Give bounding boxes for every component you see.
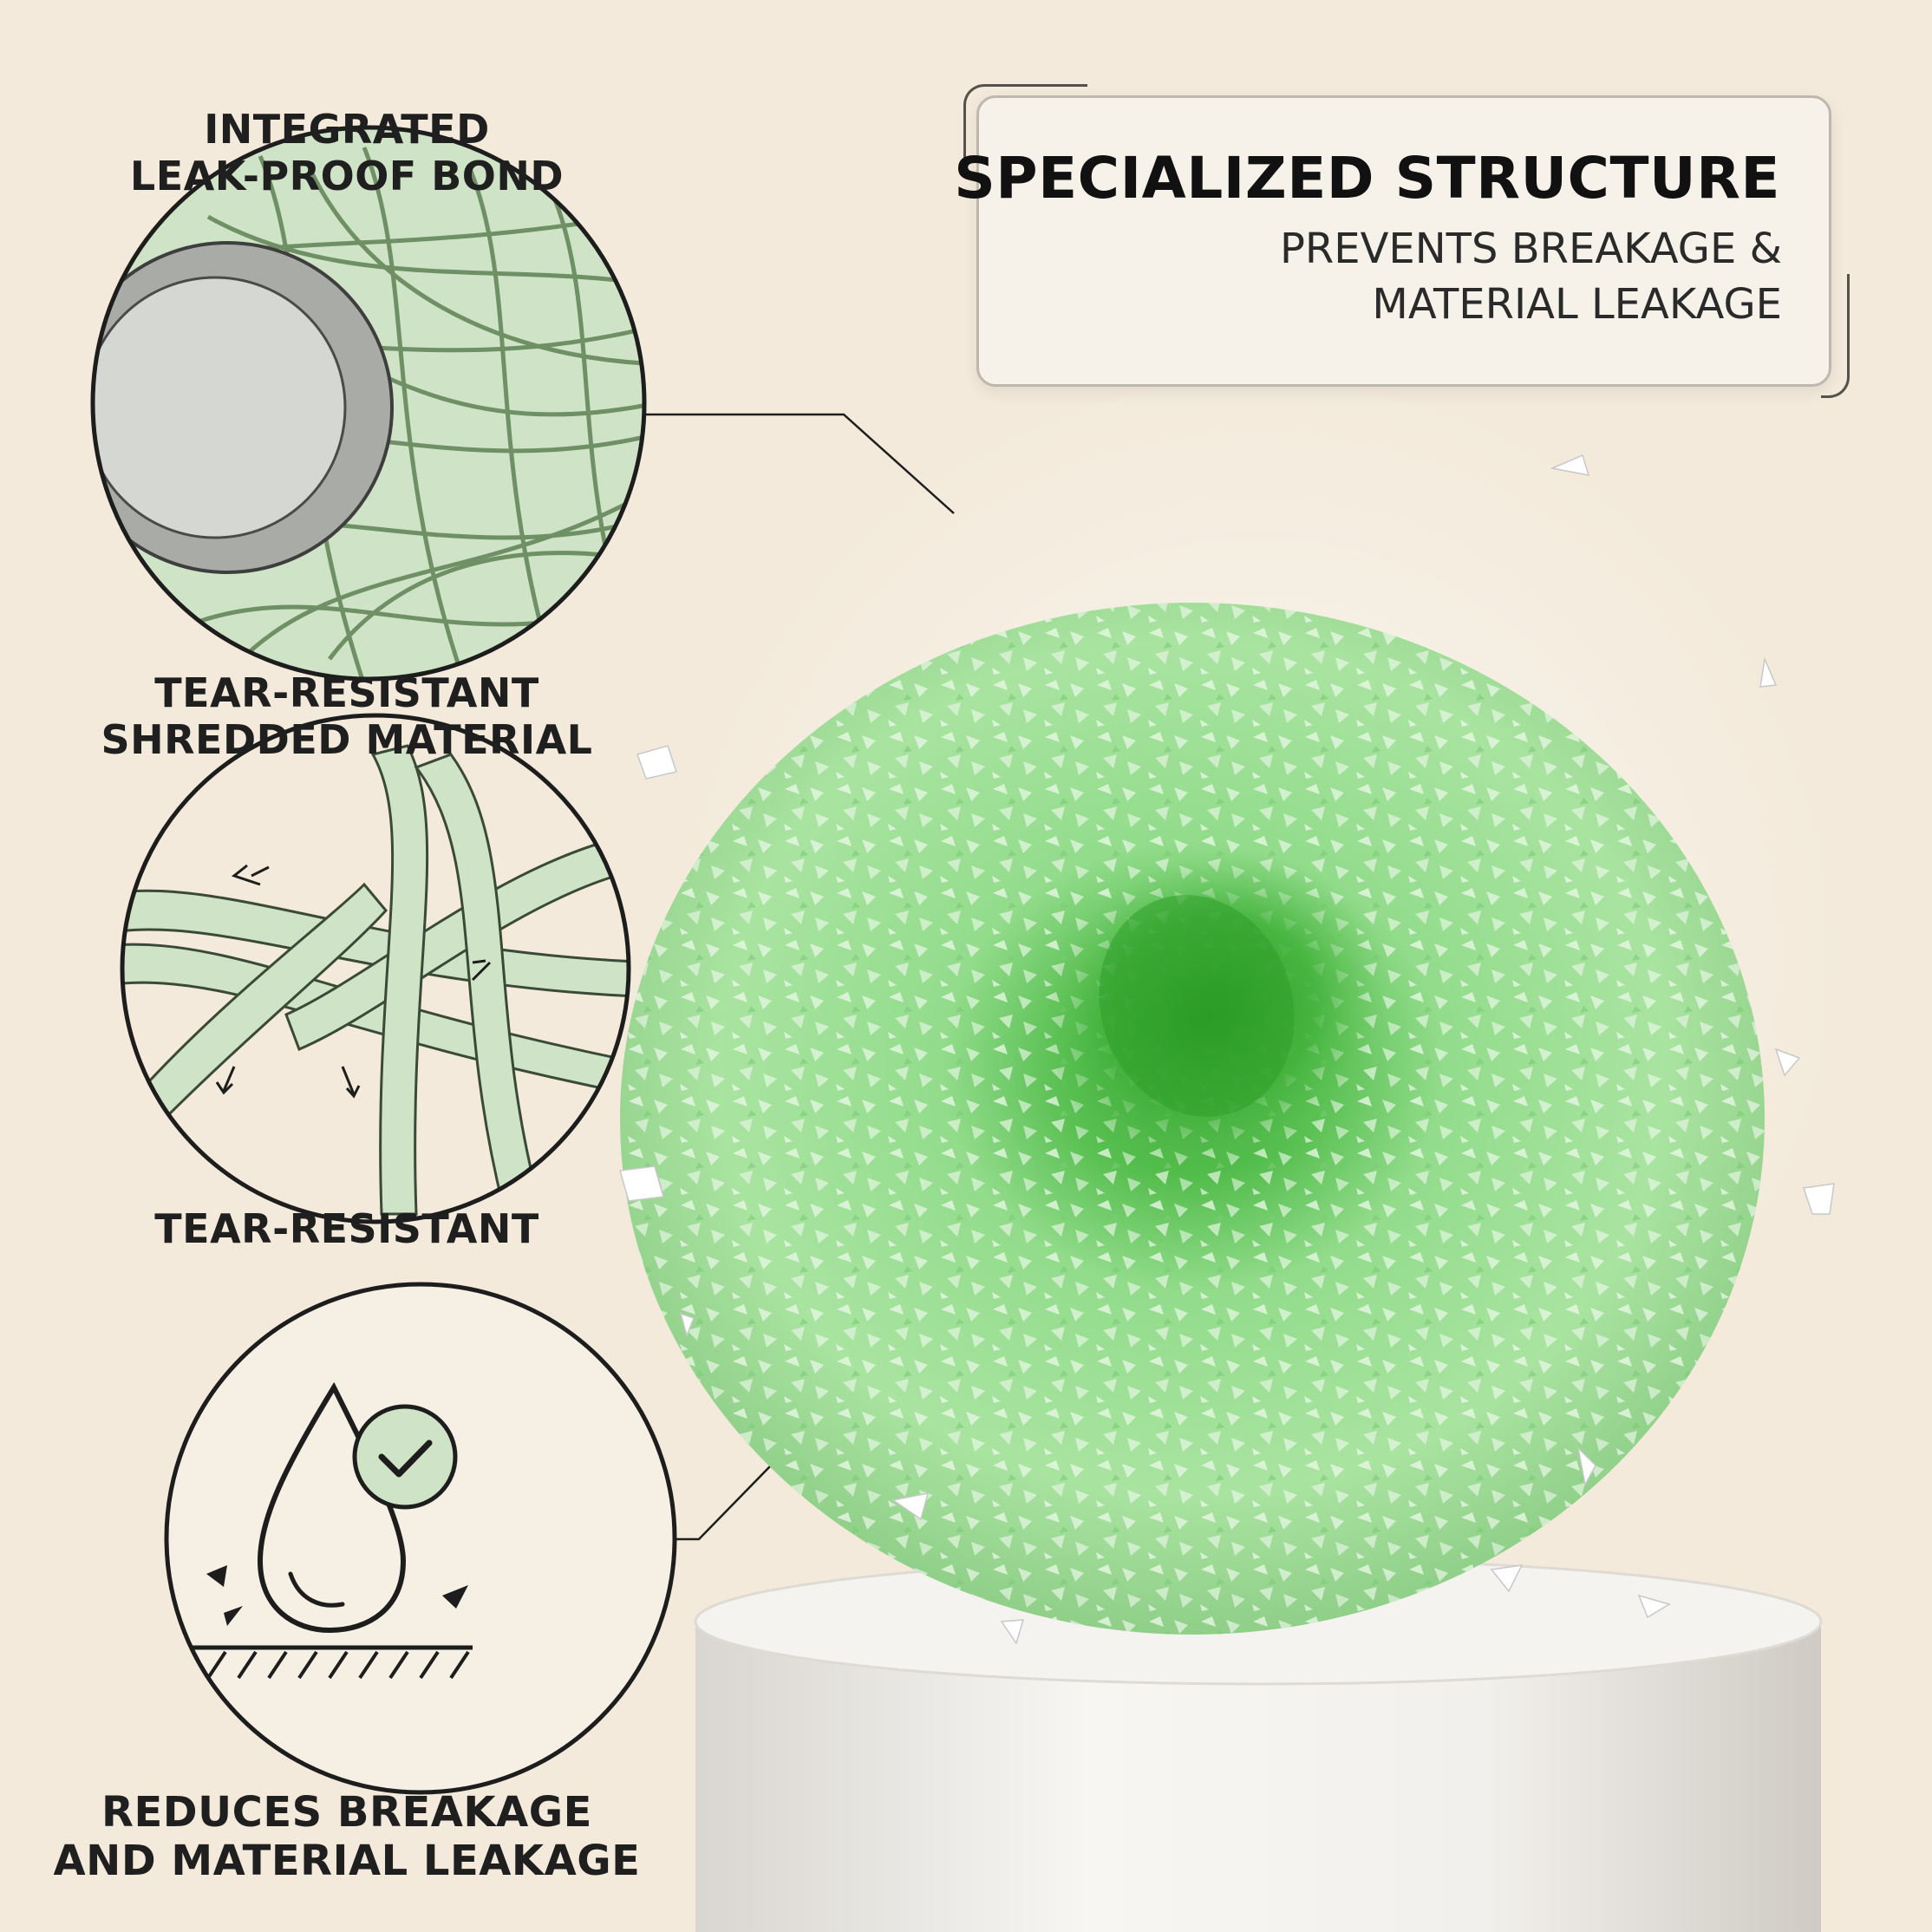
feature-label-line: LEAK-PROOF BOND [129, 153, 565, 199]
callout-subtitle-line: MATERIAL LEAKAGE [1372, 280, 1782, 329]
callout-subtitle-line: PREVENTS BREAKAGE & [1279, 225, 1782, 273]
callout-frame-corner [963, 84, 1087, 165]
feature-label-reduces-breakage: REDUCES BREAKAGE AND MATERIAL LEAKAGE [35, 1788, 659, 1885]
feature-label-line: REDUCES BREAKAGE [101, 1788, 592, 1837]
callout-frame-corner [1821, 274, 1850, 398]
feature-label-line: SHREDDED MATERIAL [101, 716, 593, 763]
scattered-flakes [619, 454, 1835, 1645]
feature-label-line: TEAR-RESISTANT [154, 1205, 539, 1252]
feature-label-line: AND MATERIAL LEAKAGE [53, 1837, 641, 1885]
callout-subtitle: PREVENTS BREAKAGE & MATERIAL LEAKAGE [1280, 221, 1782, 332]
feature-label-line: TEAR-RESISTANT [154, 669, 539, 716]
callout-title: SPECIALIZED STRUCTURE [954, 145, 1780, 212]
feature-label-shredded-material: TEAR-RESISTANT SHREDDED MATERIAL [35, 669, 659, 763]
tearing-fibers-icon [120, 713, 631, 1224]
feature-label-leak-proof-bond: INTEGRATED LEAK-PROOF BOND [35, 106, 659, 199]
feature-label-line: INTEGRATED [204, 106, 490, 153]
product-ball [620, 603, 1765, 1635]
feature-label-tear-resistant: TEAR-RESISTANT [35, 1205, 659, 1252]
fiber-bond-cross-section-icon [90, 125, 647, 682]
callout-box: SPECIALIZED STRUCTURE PREVENTS BREAKAGE … [954, 84, 1850, 398]
droplet-checkmark-impact-icon [164, 1282, 677, 1795]
